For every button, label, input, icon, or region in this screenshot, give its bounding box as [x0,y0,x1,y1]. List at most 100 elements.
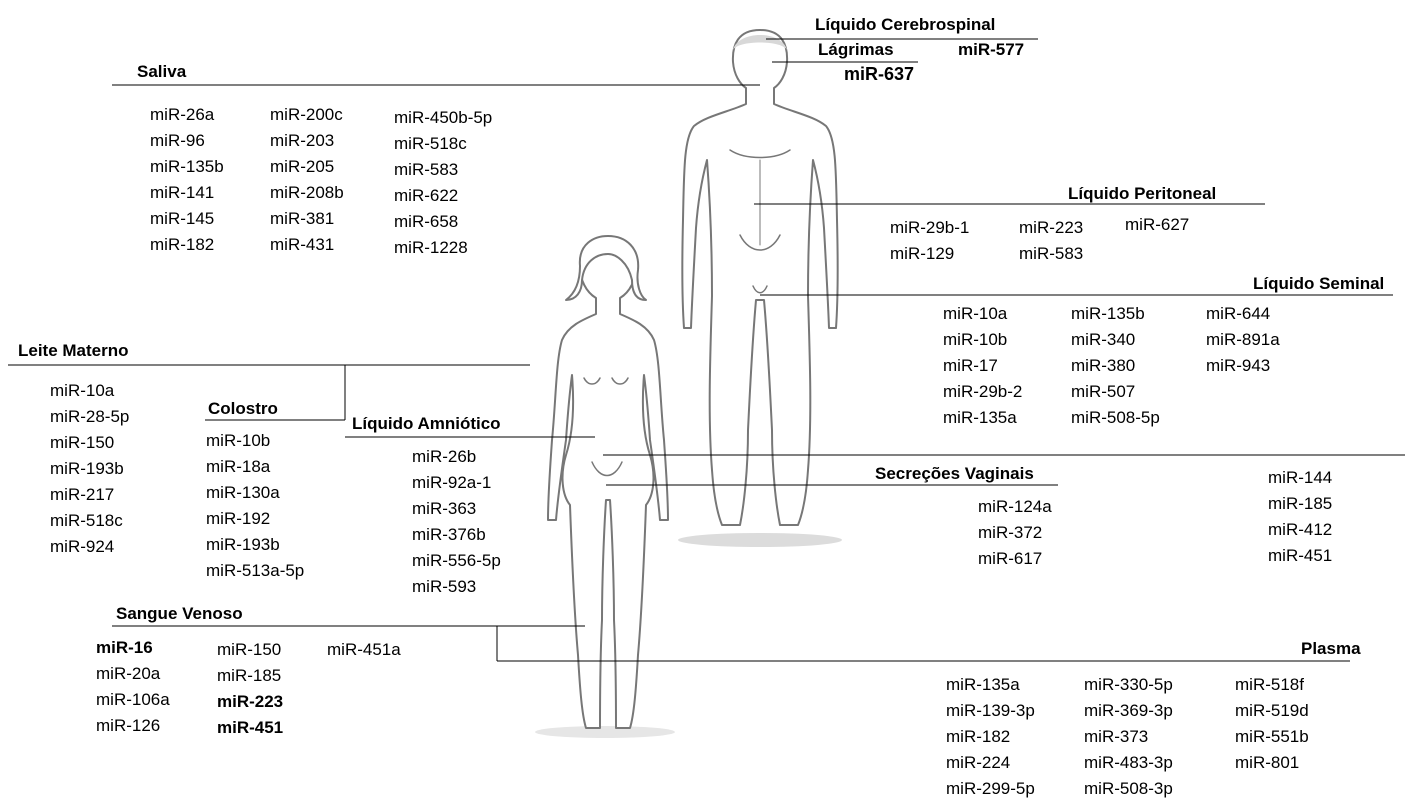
tears-title: Lágrimas [818,40,894,60]
peritoneal-column-2: miR-223 miR-583 [1019,215,1083,267]
peritoneal-title: Líquido Peritoneal [1068,184,1216,204]
mirna-label: miR-340 [1071,327,1160,353]
saliva-column-3: miR-450b-5p miR-518c miR-583 miR-622 miR… [394,105,492,261]
mirna-label: miR-518c [394,131,492,157]
amniotic-column: miR-26b miR-92a-1 miR-363 miR-376b miR-5… [412,444,501,600]
mirna-label: miR-150 [50,430,129,456]
mirna-label: miR-185 [1268,491,1332,517]
vaginal-title: Secreções Vaginais [875,464,1034,484]
tears-mirna: miR-637 [844,64,914,84]
mirna-label: miR-182 [150,232,224,258]
mirna-label: miR-92a-1 [412,470,501,496]
csf-mirna: miR-577 [958,40,1024,60]
mirna-label: miR-583 [394,157,492,183]
mirna-label-bold: miR-451 [217,715,283,741]
venous-blood-title: Sangue Venoso [116,604,243,624]
mirna-label: miR-129 [890,241,969,267]
mirna-label: miR-801 [1235,750,1309,776]
mirna-label: miR-627 [1125,212,1189,238]
mirna-label: miR-551b [1235,724,1309,750]
mirna-label: miR-518c [50,508,129,534]
mirna-label: miR-26b [412,444,501,470]
mirna-label: miR-26a [150,102,224,128]
mirna-label: miR-124a [978,494,1052,520]
mirna-label: miR-205 [270,154,344,180]
mirna-label: miR-126 [96,713,170,739]
mirna-label: miR-363 [412,496,501,522]
mirna-label: miR-10a [50,378,129,404]
mirna-label: miR-593 [412,574,501,600]
mirna-label: miR-20a [96,661,170,687]
mirna-label: miR-182 [946,724,1035,750]
plasma-extra-column: miR-144 miR-185 miR-412 miR-451 [1268,465,1332,569]
mirna-label: miR-141 [150,180,224,206]
mirna-label: miR-96 [150,128,224,154]
mirna-label: miR-192 [206,506,304,532]
mirna-label: miR-556-5p [412,548,501,574]
colostrum-title: Colostro [208,399,278,419]
mirna-label: miR-450b-5p [394,105,492,131]
mirna-label: miR-943 [1206,353,1280,379]
mirna-label: miR-451a [327,637,401,663]
peritoneal-column-1: miR-29b-1 miR-129 [890,215,969,267]
mirna-label: miR-10b [206,428,304,454]
mirna-label: miR-412 [1268,517,1332,543]
venous-blood-column-1: miR-16 miR-20a miR-106a miR-126 [96,635,170,739]
mirna-label: miR-622 [394,183,492,209]
mirna-label: miR-29b-2 [943,379,1022,405]
mirna-label: miR-891a [1206,327,1280,353]
breast-milk-column: miR-10a miR-28-5p miR-150 miR-193b miR-2… [50,378,129,560]
mirna-label: miR-10b [943,327,1022,353]
mirna-label: miR-299-5p [946,776,1035,802]
mirna-label: miR-451 [1268,543,1332,569]
seminal-title: Líquido Seminal [1253,274,1384,294]
mirna-label: miR-373 [1084,724,1173,750]
mirna-label: miR-145 [150,206,224,232]
saliva-column-2: miR-200c miR-203 miR-205 miR-208b miR-38… [270,102,344,258]
mirna-label: miR-10a [943,301,1022,327]
plasma-column-3: miR-518f miR-519d miR-551b miR-801 [1235,672,1309,776]
mirna-label: miR-508-5p [1071,405,1160,431]
mirna-label: miR-139-3p [946,698,1035,724]
seminal-column-1: miR-10a miR-10b miR-17 miR-29b-2 miR-135… [943,301,1022,431]
plasma-title: Plasma [1301,639,1361,659]
venous-blood-column-2: miR-150 miR-185 miR-223 miR-451 [217,637,283,741]
mirna-label: miR-193b [206,532,304,558]
mirna-label: miR-519d [1235,698,1309,724]
mirna-label: miR-924 [50,534,129,560]
saliva-column-1: miR-26a miR-96 miR-135b miR-141 miR-145 … [150,102,224,258]
mirna-label: miR-135b [150,154,224,180]
csf-title: Líquido Cerebrospinal [815,15,995,35]
mirna-label: miR-518f [1235,672,1309,698]
plasma-column-1: miR-135a miR-139-3p miR-182 miR-224 miR-… [946,672,1035,802]
mirna-label: miR-17 [943,353,1022,379]
venous-blood-column-3: miR-451a [327,637,401,663]
mirna-label: miR-431 [270,232,344,258]
mirna-label: miR-223 [1019,215,1083,241]
seminal-column-3: miR-644 miR-891a miR-943 [1206,301,1280,379]
mirna-label: miR-200c [270,102,344,128]
mirna-label: miR-381 [270,206,344,232]
mirna-label: miR-208b [270,180,344,206]
mirna-label: miR-513a-5p [206,558,304,584]
mirna-label: miR-135a [946,672,1035,698]
peritoneal-column-3: miR-627 [1125,212,1189,238]
mirna-label: miR-193b [50,456,129,482]
mirna-label: miR-372 [978,520,1052,546]
mirna-label: miR-135a [943,405,1022,431]
vaginal-column: miR-124a miR-372 miR-617 [978,494,1052,572]
mirna-label: miR-380 [1071,353,1160,379]
seminal-column-2: miR-135b miR-340 miR-380 miR-507 miR-508… [1071,301,1160,431]
mirna-label: miR-144 [1268,465,1332,491]
mirna-label: miR-130a [206,480,304,506]
mirna-label: miR-658 [394,209,492,235]
mirna-label: miR-18a [206,454,304,480]
mirna-label: miR-203 [270,128,344,154]
plasma-column-2: miR-330-5p miR-369-3p miR-373 miR-483-3p… [1084,672,1173,802]
mirna-label: miR-617 [978,546,1052,572]
mirna-label: miR-508-3p [1084,776,1173,802]
mirna-label: miR-106a [96,687,170,713]
mirna-label: miR-29b-1 [890,215,969,241]
mirna-label: miR-483-3p [1084,750,1173,776]
mirna-label: miR-28-5p [50,404,129,430]
